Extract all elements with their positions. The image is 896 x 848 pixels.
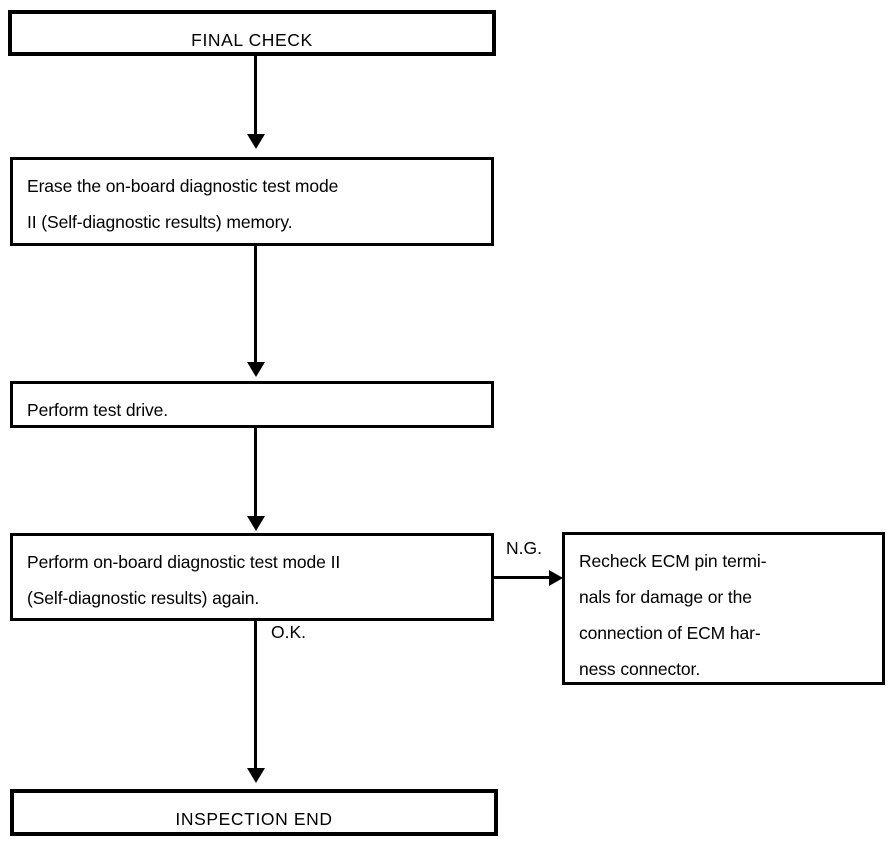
flow-node-perform-again-label: Perform on-board diagnostic test mode II… <box>27 552 341 608</box>
flow-node-recheck-ecm-label: Recheck ECM pin termi- nals for damage o… <box>579 551 767 679</box>
flow-node-test-drive: Perform test drive. <box>10 381 494 428</box>
branch-label-ok: O.K. <box>271 622 307 642</box>
flow-node-erase-memory-label: Erase the on-board diagnostic test mode … <box>27 176 339 232</box>
connector-perform-again-to-inspection-end <box>254 621 257 769</box>
arrow-down-icon <box>247 134 265 149</box>
connector-perform-again-to-recheck-ecm <box>494 576 556 579</box>
connector-test-drive-to-perform-again <box>254 428 257 518</box>
arrow-down-icon <box>247 516 265 531</box>
branch-label-ng: N.G. <box>506 538 542 558</box>
flow-node-inspection-end-label: INSPECTION END <box>175 809 333 829</box>
arrow-down-icon <box>247 768 265 783</box>
connector-erase-memory-to-test-drive <box>254 246 257 363</box>
arrow-right-icon <box>549 570 563 586</box>
flow-node-final-check-label: FINAL CHECK <box>191 30 313 50</box>
arrow-down-icon <box>247 362 265 377</box>
connector-final-check-to-erase-memory <box>254 56 257 136</box>
flow-node-erase-memory: Erase the on-board diagnostic test mode … <box>10 157 494 246</box>
flow-node-test-drive-label: Perform test drive. <box>27 400 169 420</box>
flow-node-recheck-ecm: Recheck ECM pin termi- nals for damage o… <box>562 532 885 685</box>
flow-node-perform-again: Perform on-board diagnostic test mode II… <box>10 533 494 621</box>
flow-node-final-check: FINAL CHECK <box>8 10 496 56</box>
flow-node-inspection-end: INSPECTION END <box>10 789 498 836</box>
